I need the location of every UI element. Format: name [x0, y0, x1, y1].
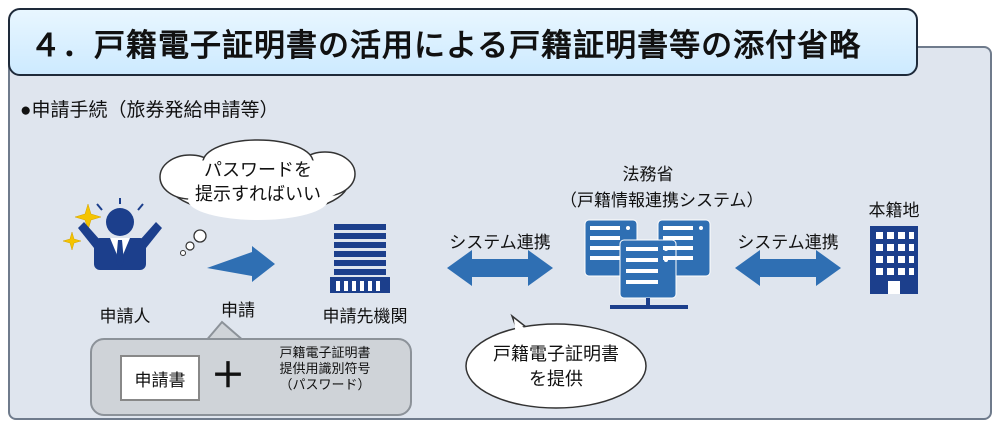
link-arrow-right [735, 250, 841, 286]
plus-icon: ＋ [211, 357, 245, 395]
application-form: 申請書 [120, 355, 200, 401]
provide-callout-line2: を提供 [529, 369, 583, 389]
title-banner: ４．戸籍電子証明書の活用による戸籍証明書等の添付省略 [8, 8, 918, 76]
server-icon [584, 219, 711, 309]
applicant-label: 申請人 [99, 307, 151, 326]
apply-arrow [207, 246, 275, 282]
password-id-text: 戸籍電子証明書 提供用識別符号 （パスワード） [250, 345, 400, 393]
password-id-line2: 提供用識別符号 [279, 361, 371, 376]
password-callout-line1: パスワードを [204, 160, 312, 180]
link-arrow-left [447, 250, 553, 286]
password-id-line1: 戸籍電子証明書 [279, 345, 371, 360]
ministry-sublabel: （戸籍情報連携システム） [560, 191, 764, 210]
apply-label: 申請 [221, 301, 255, 320]
password-callout-text: パスワードを 提示すればいい [178, 158, 338, 206]
applicant-icon [78, 198, 162, 270]
link-left-label: システム連携 [449, 233, 551, 252]
page-title: ４．戸籍電子証明書の活用による戸籍証明書等の添付省略 [30, 27, 862, 63]
provide-callout-line1: 戸籍電子証明書 [493, 344, 619, 364]
provide-callout [465, 313, 647, 409]
password-id-line3: （パスワード） [279, 377, 371, 392]
agency-building-icon [330, 224, 390, 293]
honseki-label: 本籍地 [868, 201, 920, 220]
honseki-building-icon [870, 226, 918, 294]
subheading: ●申請手続（旅券発給申請等） [20, 100, 279, 121]
link-right-label: システム連携 [737, 233, 839, 252]
thought-cloud [159, 139, 356, 256]
ministry-label: 法務省 [622, 165, 674, 184]
password-callout-line2: 提示すればいい [195, 184, 321, 204]
provide-callout-text: 戸籍電子証明書 を提供 [486, 342, 626, 392]
agency-label: 申請先機関 [322, 307, 408, 326]
